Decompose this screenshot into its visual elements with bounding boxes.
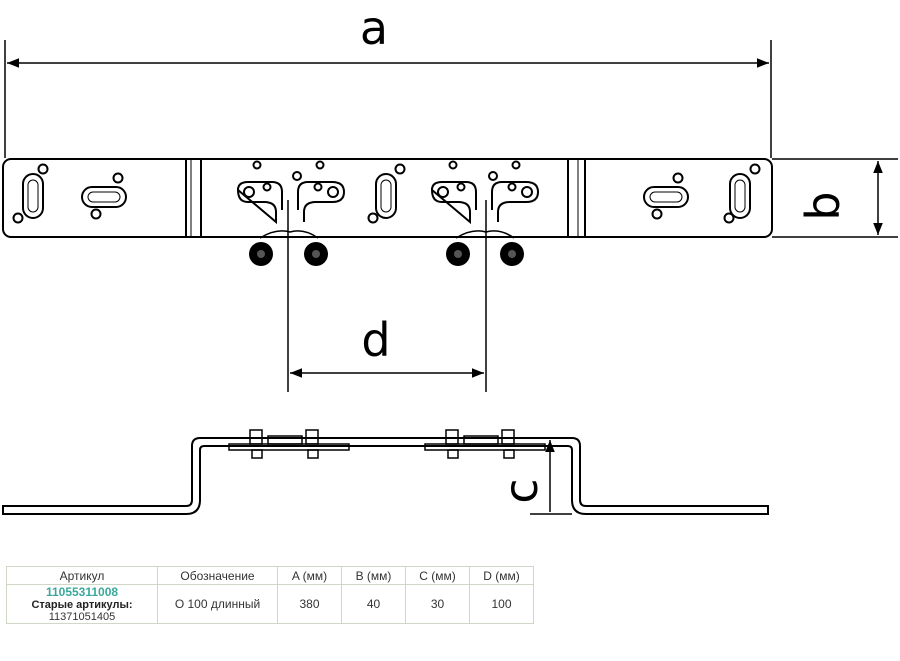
cell-a: 380 [277,584,342,624]
header-a: A (мм) [277,566,342,585]
bolt-heads [249,242,524,266]
bracket-top-view [2,158,773,239]
cell-c: 30 [405,584,470,624]
dimension-b-label: b [796,191,850,220]
header-c: C (мм) [405,566,470,585]
header-d: D (мм) [469,566,534,585]
old-articles-label: Старые артикулы: [31,599,133,611]
header-designation: Обозначение [157,566,278,585]
table-header-row: Артикул Обозначение A (мм) B (мм) C (мм)… [6,566,534,585]
cell-designation: О 100 длинный [157,584,278,624]
spec-table: Артикул Обозначение A (мм) B (мм) C (мм)… [6,566,534,624]
header-b: B (мм) [341,566,406,585]
article-link[interactable]: 11055311008 [45,585,119,599]
dimension-c: c [494,440,572,515]
dimension-a-label: a [360,1,388,55]
dimension-b: b [772,158,898,238]
cell-d: 100 [469,584,534,624]
cell-article: 11055311008 Старые артикулы: 11371051405 [6,584,158,624]
old-article-value: 11371051405 [48,611,116,623]
cell-b: 40 [341,584,406,624]
bracket-side-view [2,429,769,515]
header-article: Артикул [6,566,158,585]
dimension-d: d [287,200,487,392]
table-row: 11055311008 Старые артикулы: 11371051405… [6,584,534,624]
dimension-a: a [4,1,772,158]
technical-drawing: a [2,1,898,515]
dimension-d-label: d [361,313,390,367]
dimension-c-label: c [494,478,548,503]
